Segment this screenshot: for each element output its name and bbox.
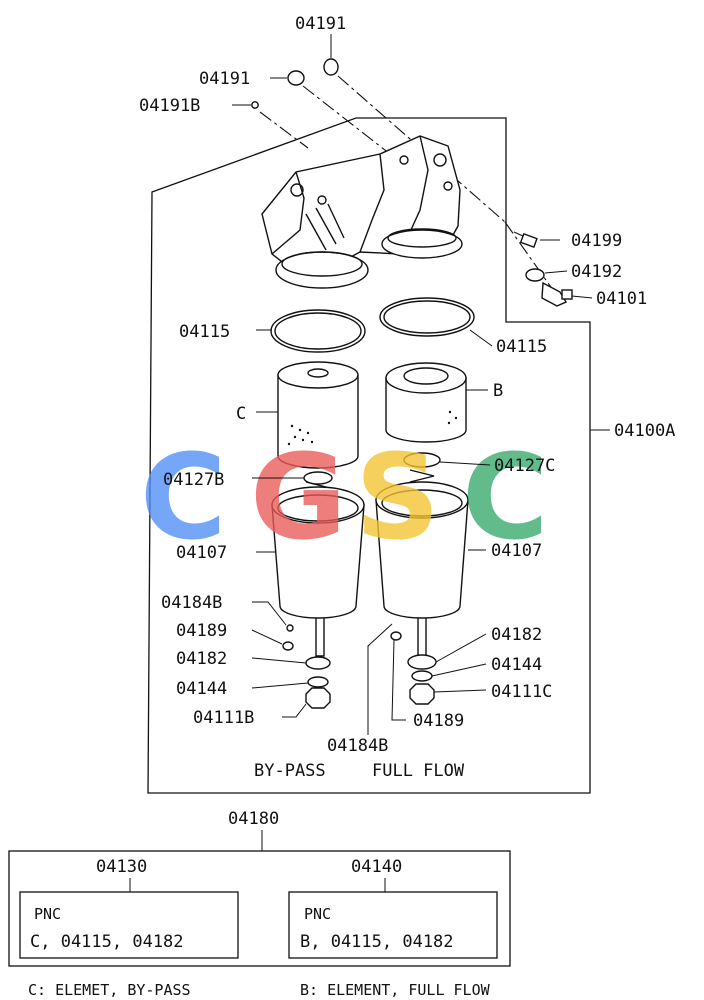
label-element-c: C [236, 404, 246, 424]
caption-fullflow: FULL FLOW [372, 761, 465, 781]
o-ring-04191 [323, 58, 339, 76]
label-04107-left: 04107 [176, 543, 227, 563]
label-04115-left: 04115 [179, 322, 230, 342]
filter-head [261, 135, 463, 289]
centerline [302, 85, 391, 155]
label-04130: 04130 [96, 857, 147, 877]
seal-04182-left [305, 656, 331, 670]
label-04184b-right: 04184B [327, 736, 388, 756]
label-04144-right: 04144 [491, 655, 542, 675]
label-04144-left: 04144 [176, 679, 227, 699]
sensor-04101 [541, 281, 573, 307]
label-04127c: 04127C [494, 456, 555, 476]
label-04184b-left: 04184B [161, 593, 222, 613]
label-04191-top: 04191 [295, 14, 346, 34]
element-fullflow [385, 362, 467, 443]
o-ring-04189-right [390, 631, 402, 641]
assembly-outline [147, 117, 591, 794]
gasket-04115-left [270, 309, 366, 353]
label-04127b: 04127B [163, 470, 224, 490]
element-bypass [277, 361, 359, 469]
label-04111b: 04111B [193, 708, 254, 728]
label-04100a: 04100A [614, 421, 675, 441]
label-04191b: 04191B [139, 96, 200, 116]
label-04182-right: 04182 [491, 625, 542, 645]
label-04189-left: 04189 [176, 621, 227, 641]
caption-bypass: BY-PASS [254, 761, 326, 781]
label-04101: 04101 [596, 289, 647, 309]
label-element-b: B [493, 381, 503, 401]
kit-left-contents: C, 04115, 04182 [30, 932, 184, 952]
label-04189-right: 04189 [413, 711, 464, 731]
watermark: C G S C [140, 428, 549, 566]
label-04140: 04140 [351, 857, 402, 877]
label-04180: 04180 [228, 809, 279, 829]
kit-right-box [288, 891, 498, 959]
leader-lines [232, 34, 610, 735]
label-04115-right: 04115 [496, 337, 547, 357]
label-04182-left: 04182 [176, 649, 227, 669]
label-04199: 04199 [571, 231, 622, 251]
case-04107-left [271, 486, 365, 657]
label-04107-right: 04107 [491, 541, 542, 561]
washer-04144-left [307, 676, 329, 688]
gasket-04115-right [379, 297, 475, 337]
label-04111c: 04111C [491, 682, 552, 702]
kit-left-heading: PNC [34, 905, 61, 923]
watermark-letter: S [355, 428, 440, 566]
legend-b: B: ELEMENT, FULL FLOW [300, 981, 491, 999]
centerline [259, 111, 309, 149]
plug-04184b-left [286, 624, 294, 632]
watermark-letter: C [462, 428, 549, 566]
label-04192: 04192 [571, 262, 622, 282]
washer-04144-right [411, 670, 433, 682]
legend-c: C: ELEMET, BY-PASS [28, 981, 191, 999]
bolt-04111c [409, 683, 435, 705]
kit-left-box [19, 891, 239, 959]
kit-outer-box [8, 850, 511, 967]
bolt-04111b [305, 687, 331, 709]
label-04191: 04191 [199, 69, 250, 89]
kit-right-contents: B, 04115, 04182 [300, 932, 454, 952]
o-ring-04191 [287, 70, 305, 86]
watermark-letter: G [250, 428, 347, 566]
watermark-letter: C [140, 428, 227, 566]
bolt-04199 [513, 231, 538, 248]
o-ring-04189-left [282, 641, 294, 651]
seal-04182-right [407, 654, 437, 670]
kit-right-heading: PNC [304, 905, 331, 923]
case-04107-right [375, 481, 469, 657]
o-ring-04191b [251, 101, 259, 109]
washer-04192 [525, 268, 545, 282]
